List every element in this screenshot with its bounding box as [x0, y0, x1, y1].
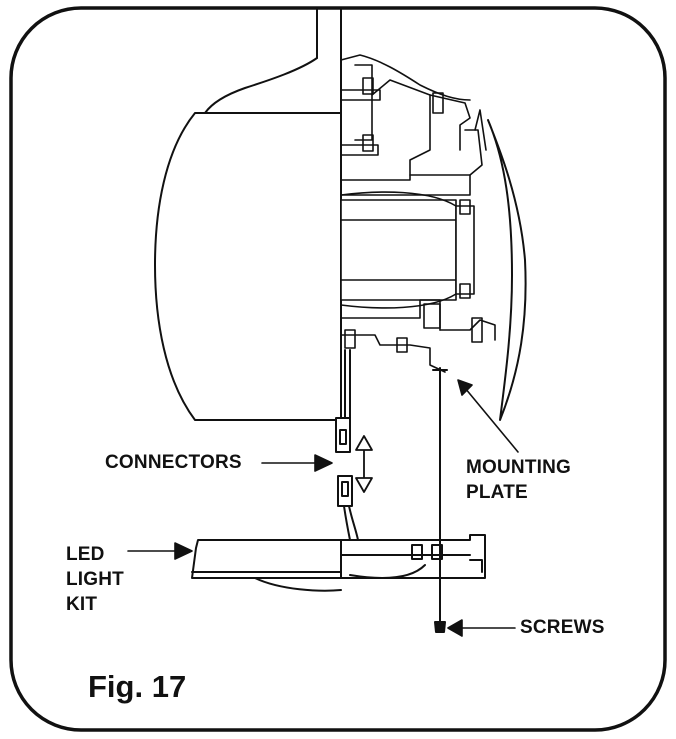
label-led-line3: KIT — [66, 594, 98, 615]
mounting-plate — [487, 119, 527, 421]
led-light-kit — [191, 534, 486, 592]
label-mounting-line1: MOUNTING — [466, 457, 572, 478]
connector-upper — [335, 349, 351, 453]
label-screws: SCREWS — [520, 617, 605, 638]
label-connectors: CONNECTORS — [105, 452, 242, 473]
motor-internals — [340, 54, 496, 373]
label-led-light-kit: LED LIGHT KIT — [66, 542, 124, 617]
label-mounting-plate: MOUNTING PLATE — [466, 455, 571, 505]
connect-arrow — [355, 435, 373, 493]
label-led-line2: LIGHT — [66, 569, 124, 590]
label-led-line1: LED — [66, 544, 105, 565]
screw-head-icon — [434, 621, 446, 633]
figure-caption: Fig. 17 — [88, 669, 187, 704]
downrod — [316, 7, 342, 59]
figure-frame — [9, 6, 667, 732]
motor-housing-top — [204, 57, 342, 114]
motor-housing-left-half — [154, 112, 342, 421]
connector-lower — [337, 475, 359, 541]
pointer-arrows — [127, 379, 519, 637]
label-mounting-line2: PLATE — [466, 482, 528, 503]
